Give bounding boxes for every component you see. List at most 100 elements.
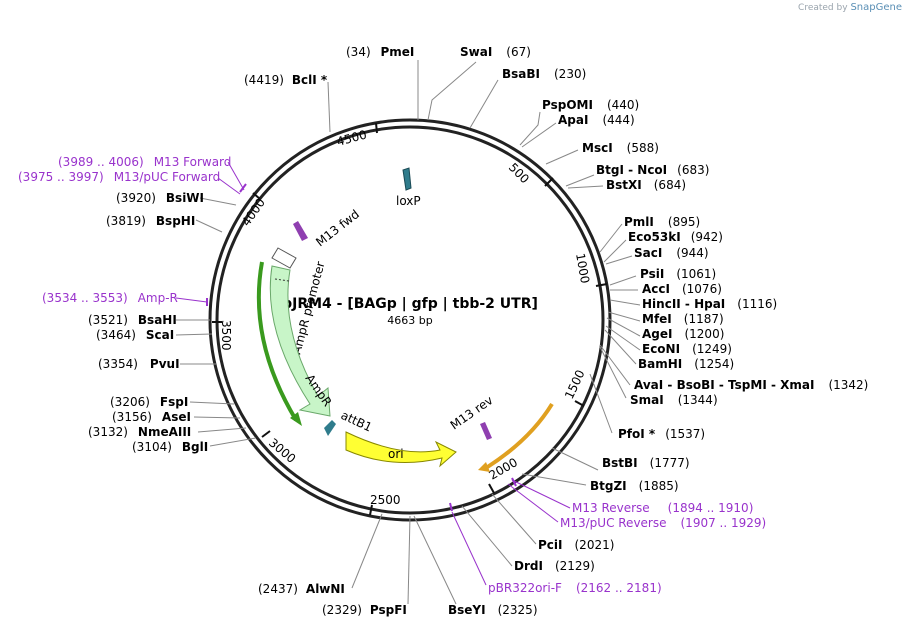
leader-alwni (351, 513, 383, 589)
leader-bsphi (195, 219, 223, 233)
site-mfei: MfeI(1187) (642, 312, 724, 326)
leader-pbr (451, 511, 487, 586)
tick-3000: 3000 (266, 436, 298, 466)
plasmid-name: pJRM4 - [BAGp | gfp | tbb-2 UTR] (282, 296, 538, 312)
tick-mark-2500 (369, 504, 373, 516)
primer-marker-m13rev (511, 477, 517, 487)
site-bseyi: BseYI(2325) (448, 603, 538, 617)
leader-bcli (327, 81, 331, 133)
site-leaders (175, 60, 641, 605)
leader-agei (606, 317, 641, 337)
site-pspfi: (2329)PspFI (322, 603, 407, 617)
leader-pspfi (407, 515, 411, 605)
site-btgzi: BtgZI(1885) (590, 479, 679, 493)
m13-rev-label: M13 rev (448, 393, 496, 432)
tick-4500: 4500 (335, 127, 368, 148)
leader-msci (545, 149, 579, 165)
tick-mark-3000 (261, 430, 271, 438)
tick-3500: 3500 (219, 320, 233, 351)
leader-bstxi (567, 185, 604, 189)
leader-m13pucrev (507, 483, 559, 523)
site-hincii-hpai: HincII - HpaI(1116) (642, 297, 777, 311)
tick-mark-1500 (574, 400, 585, 407)
site-drdi: DrdI(2129) (514, 559, 595, 573)
site-pspomi: PspOMI(440) (542, 98, 639, 112)
primer-marker-pbr (449, 502, 453, 512)
leader-smai (599, 346, 627, 399)
backbone-inner (215, 125, 605, 515)
tick-1000: 1000 (573, 252, 592, 285)
attb1-feature (324, 420, 336, 436)
site-psii: PsiI(1061) (640, 267, 716, 281)
loxp-label: loxP (396, 194, 421, 208)
leader-psii (609, 275, 637, 286)
leader-econi (605, 325, 641, 351)
snapgene-logo: SnapGene (850, 2, 902, 13)
leader-avai (599, 344, 631, 386)
tick-2000: 2000 (487, 455, 520, 482)
site-bstbi: BstBI(1777) (602, 456, 690, 470)
tick-500: 500 (506, 160, 532, 186)
primer-m13-puc-reverse: M13/pUC Reverse(1907 .. 1929) (560, 516, 766, 530)
site-smai: SmaI(1344) (630, 393, 718, 407)
leader-saci (605, 255, 633, 265)
site-scai: (3464)ScaI (96, 328, 174, 342)
site-eco53ki: Eco53kI(942) (628, 230, 723, 244)
orange-arc (484, 402, 554, 470)
primer-m13-puc-forward: (3975 .. 3997)M13/pUC Forward (18, 170, 220, 184)
tick-mark-4000 (252, 192, 261, 200)
tick-2500: 2500 (370, 493, 401, 507)
loxp-feature (402, 167, 412, 191)
tick-mark-1000 (595, 283, 608, 287)
leader-m13pucfwd (217, 177, 241, 195)
site-pfoi: PfoI *(1537) (618, 427, 705, 441)
site-fspi: (3206)FspI (110, 395, 188, 409)
leader-bstbi (551, 447, 599, 471)
site-btgi-ncoi: BtgI - NcoI(683) (596, 163, 709, 177)
site-bsiwi: (3920)BsiWI (116, 191, 204, 205)
leader-swai (427, 61, 477, 121)
leader-bamhi (604, 329, 637, 365)
ampr-feature (269, 265, 331, 417)
leader-nmeaiii (197, 427, 247, 433)
primer-pbr322ori-f: pBR322ori-F(2162 .. 2181) (488, 581, 662, 595)
tick-mark-4500 (375, 122, 378, 134)
leader-fspi (189, 401, 235, 405)
tick-mark-2000 (488, 483, 495, 494)
site-pcii: PciI(2021) (538, 538, 614, 552)
site-agei: AgeI(1200) (642, 327, 724, 341)
orange-arc-head (478, 462, 490, 472)
primer-m13-forward: (3989 .. 4006)M13 Forward (58, 155, 231, 169)
leader-mfei (607, 311, 641, 322)
leader-bseyi (413, 515, 457, 605)
leader-ampr-primer (175, 297, 208, 303)
leader-pfoi (589, 373, 613, 434)
ori-label: ori (388, 447, 404, 461)
site-bstxi: BstXI(684) (606, 178, 686, 192)
ticks (212, 122, 608, 516)
ori-feature (345, 431, 457, 468)
leader-m13forward (227, 161, 245, 191)
tick-1500: 1500 (562, 368, 588, 402)
leader-btgzi (521, 473, 587, 486)
leader-pspomi (519, 111, 541, 146)
site-bgli: (3104)BglI (132, 440, 208, 454)
leader-bsabi (469, 79, 499, 129)
site-bsabi: BsaBI(230) (502, 67, 586, 81)
site-saci: SacI(944) (634, 246, 709, 260)
site-bamhi: BamHI(1254) (638, 357, 734, 371)
snapgene-watermark: Created by SnapGene (798, 2, 902, 13)
site-bcli: (4419)BclI * (244, 73, 328, 87)
leader-bgli (209, 437, 257, 447)
site-alwni: (2437)AlwNI (258, 582, 345, 596)
watermark-created-by: Created by (798, 3, 848, 13)
leader-drdi (461, 505, 513, 567)
leader-m13reverse (511, 479, 571, 509)
plasmid-length: 4663 bp (387, 314, 432, 327)
leader-pcii (491, 493, 537, 545)
primer-m13-reverse: M13 Reverse(1894 .. 1910) (572, 501, 753, 515)
leader-btgi (565, 174, 595, 187)
site-pvui: (3354)PvuI (98, 357, 180, 371)
site-pmei: (34) PmeI (346, 45, 414, 59)
